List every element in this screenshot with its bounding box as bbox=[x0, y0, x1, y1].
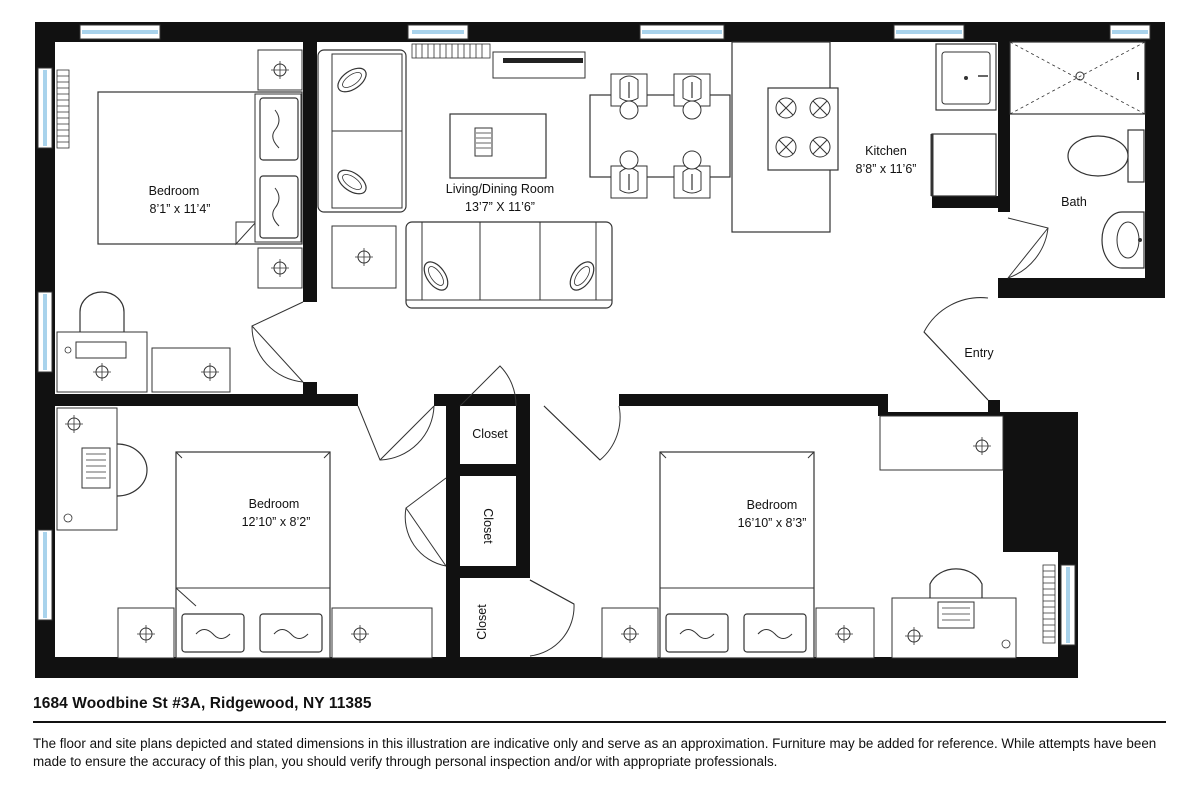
windows bbox=[37, 24, 1151, 646]
living-dining-name: Living/Dining Room bbox=[446, 182, 554, 196]
kitchen-fixtures bbox=[731, 41, 997, 233]
bedroom-3-furniture bbox=[601, 415, 1017, 659]
bedroom-3-name: Bedroom bbox=[747, 498, 798, 512]
living-dining-furniture bbox=[317, 49, 731, 309]
bedroom-2-name: Bedroom bbox=[249, 497, 300, 511]
footer-divider bbox=[33, 721, 1166, 723]
disclaimer-text: The floor and site plans depicted and st… bbox=[33, 736, 1157, 769]
bath-name: Bath bbox=[1061, 195, 1087, 209]
bedroom-2-dims: 12’10” x 8’2” bbox=[242, 515, 311, 529]
bedroom-2-furniture bbox=[56, 407, 433, 659]
bath-fixtures bbox=[1009, 41, 1146, 269]
living-dining-dims: 13’7” X 11’6” bbox=[465, 200, 535, 214]
floor-plan: Bedroom 8’1” x 11’4” Living/Dining Room … bbox=[35, 22, 1165, 678]
entry-name: Entry bbox=[964, 346, 994, 360]
room-labels: Bedroom 8’1” x 11’4” Living/Dining Room … bbox=[149, 144, 1087, 640]
closet-2-name: Closet bbox=[481, 508, 495, 544]
property-address: 1684 Woodbine St #3A, Ridgewood, NY 1138… bbox=[33, 695, 372, 712]
bedroom-3-dims: 16’10” x 8’3” bbox=[738, 516, 807, 530]
bedroom-1-furniture bbox=[56, 49, 303, 393]
closet-3-name: Closet bbox=[475, 604, 489, 640]
bedroom-1-dims: 8’1” x 11’4” bbox=[150, 202, 211, 216]
kitchen-name: Kitchen bbox=[865, 144, 907, 158]
radiators bbox=[56, 43, 1056, 644]
kitchen-dims: 8’8” x 11’6” bbox=[856, 162, 917, 176]
walls bbox=[35, 22, 1165, 678]
bedroom-1-name: Bedroom bbox=[149, 184, 200, 198]
doors bbox=[251, 217, 1049, 657]
closet-1-name: Closet bbox=[472, 427, 508, 441]
